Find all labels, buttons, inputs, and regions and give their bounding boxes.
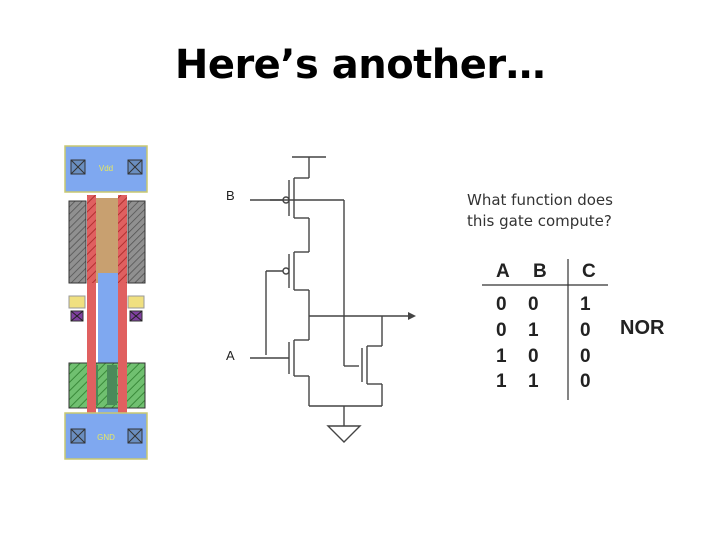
- slide-title: Here’s another…: [174, 42, 546, 88]
- pmos-diffusion-left: [68, 200, 87, 284]
- question-text: What function does this gate compute?: [467, 190, 667, 232]
- truth-table-cell: 0: [528, 294, 539, 315]
- truth-table-header-c: C: [582, 261, 596, 282]
- gnd-label: GND: [97, 433, 115, 442]
- truth-table-cell: 1: [528, 320, 539, 341]
- pmos-diffusion-right: [127, 200, 146, 284]
- question-line-1: What function does: [467, 191, 613, 209]
- question-line-2: this gate compute?: [467, 212, 612, 230]
- input-b-label: B: [226, 188, 235, 203]
- contact-icon: [70, 159, 86, 175]
- truth-table-cell: 1: [528, 371, 539, 392]
- contact-icon: [70, 310, 84, 322]
- truth-table-cell: 0: [496, 294, 507, 315]
- truth-table-cell: 0: [580, 320, 591, 341]
- output-arrow-icon: [408, 312, 416, 320]
- truth-table-cell: 0: [580, 371, 591, 392]
- answer-label: NOR: [620, 317, 665, 339]
- truth-table-cell: 0: [528, 346, 539, 367]
- nor-gate-schematic: B A: [226, 156, 416, 443]
- truth-table: A B C 0 0 1 0 1 0 1 0 0 1 1 0: [482, 259, 608, 400]
- ground-icon: [326, 425, 362, 443]
- truth-table-cell: 1: [580, 294, 591, 315]
- truth-table-header-a: A: [496, 261, 510, 282]
- truth-table-header-b: B: [533, 261, 547, 282]
- cmos-layout-diagram: Vdd GND: [64, 145, 148, 460]
- contact-icon: [70, 428, 86, 444]
- contact-icon: [127, 428, 143, 444]
- truth-table-cell: 0: [496, 320, 507, 341]
- truth-table-cell: 1: [496, 346, 507, 367]
- contact-icon: [127, 159, 143, 175]
- truth-table-cell: 1: [496, 371, 507, 392]
- vdd-label: Vdd: [99, 164, 113, 173]
- truth-table-cell: 0: [580, 346, 591, 367]
- input-a-label: A: [226, 348, 235, 363]
- contact-icon: [129, 310, 143, 322]
